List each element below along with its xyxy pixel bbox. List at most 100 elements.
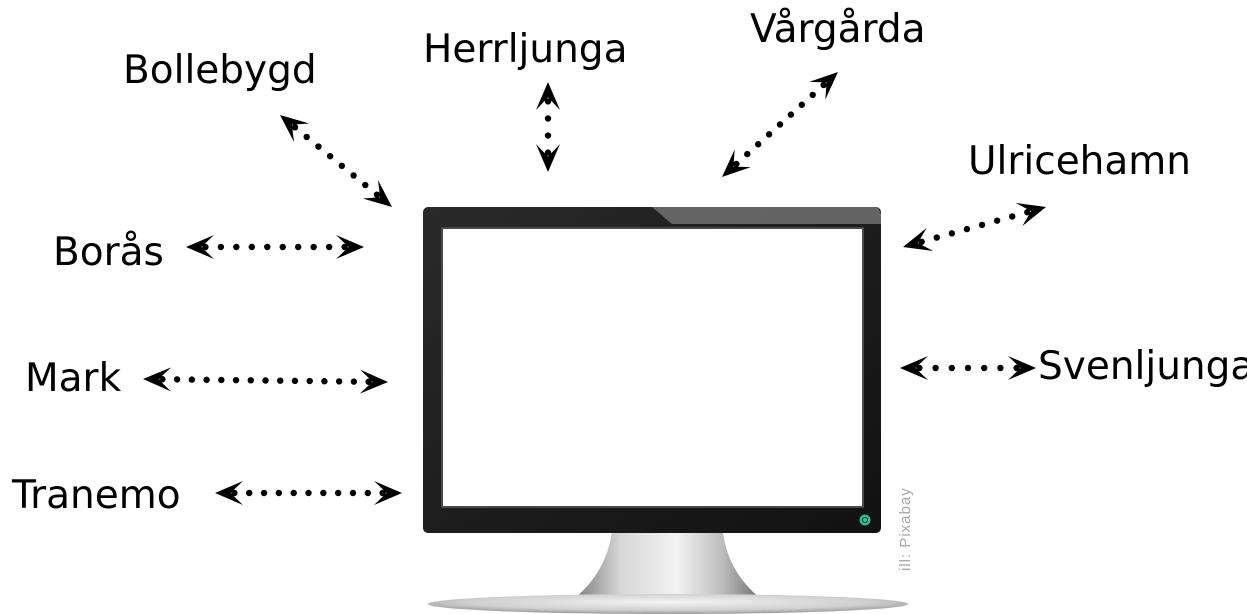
arrow-dot — [338, 162, 346, 170]
arrow-tranemo — [215, 481, 402, 505]
arrow-dot — [203, 376, 210, 383]
label-bollebygd: Bollebygd — [123, 48, 317, 93]
arrowhead — [143, 367, 172, 392]
arrow-dot — [335, 378, 343, 385]
arrow-dot — [981, 364, 988, 372]
arrow-dot — [262, 377, 269, 384]
arrow-vargarda — [722, 72, 838, 177]
arrow-dot — [315, 143, 322, 150]
arrow-dot — [264, 243, 271, 251]
arrow-dot — [978, 221, 986, 229]
arrowhead — [903, 227, 934, 252]
arrow-dot — [765, 131, 773, 138]
arrow-dot — [933, 234, 940, 241]
arrow-dot — [247, 377, 254, 384]
arrow-boras — [186, 235, 364, 259]
arrow-dot — [948, 364, 955, 372]
arrowhead — [359, 369, 388, 394]
arrowhead — [215, 481, 243, 505]
arrow-dot — [291, 377, 299, 385]
arrowhead — [336, 235, 364, 259]
arrow-dot — [544, 132, 552, 139]
arrow-dot — [334, 489, 342, 497]
arrow-dot — [963, 225, 971, 233]
arrow-dot — [231, 489, 238, 497]
arrow-dot — [217, 243, 225, 251]
image-credit: ill: Pixabay — [897, 487, 914, 571]
arrow-dot — [787, 111, 795, 118]
arrow-dot — [733, 160, 740, 168]
arrow-dot — [544, 98, 552, 105]
arrow-dot — [918, 238, 925, 245]
arrow-mark — [143, 367, 388, 394]
arrowhead — [280, 115, 310, 143]
arrowhead — [362, 179, 392, 207]
arrow-dot — [246, 489, 253, 497]
arrow-dot — [325, 243, 333, 251]
arrow-dot — [1024, 209, 1031, 216]
arrow-dot — [341, 243, 348, 251]
arrow-dot — [754, 141, 762, 148]
arrow-dot — [232, 376, 240, 384]
arrow-dot — [350, 172, 357, 179]
arrowhead — [900, 356, 928, 380]
arrow-dot — [305, 489, 312, 497]
arrowhead — [1015, 202, 1046, 227]
arrowhead — [536, 144, 560, 172]
arrow-dot — [362, 181, 369, 189]
arrowhead — [722, 149, 751, 177]
arrow-dot — [1009, 213, 1016, 220]
label-vargarda: Vårgårda — [750, 7, 926, 52]
label-boras: Borås — [53, 230, 164, 275]
arrow-dot — [279, 243, 286, 251]
arrowhead — [536, 82, 560, 110]
arrowhead — [186, 235, 214, 259]
arrow-bollebygd — [280, 115, 392, 207]
arrow-dot — [544, 115, 552, 122]
power-button-icon — [859, 514, 871, 526]
arrow-dot — [275, 489, 283, 497]
arrow-dot — [798, 101, 806, 108]
arrow-dot — [916, 364, 923, 372]
arrow-dot — [188, 376, 196, 383]
arrow-dot — [321, 378, 328, 385]
arrow-dot — [1013, 364, 1020, 372]
arrow-dot — [248, 243, 255, 251]
arrow-dot — [320, 489, 327, 497]
arrow-ulricehamn — [903, 202, 1046, 252]
arrowhead — [1008, 356, 1036, 380]
monitor-screen — [441, 227, 864, 508]
arrow-dot — [291, 124, 299, 131]
monitor-base — [428, 594, 908, 614]
arrow-dot — [260, 489, 268, 497]
arrow-dot — [173, 376, 181, 383]
arrow-dot — [295, 243, 302, 251]
monitor-stand — [575, 532, 760, 598]
arrow-dot — [544, 149, 552, 156]
label-svenljunga: Svenljunga — [1038, 344, 1247, 389]
arrow-dot — [776, 121, 784, 128]
label-tranemo: Tranemo — [11, 473, 181, 518]
arrow-dot — [326, 152, 334, 160]
arrow-dot — [350, 378, 358, 385]
arrow-dot — [948, 230, 956, 237]
arrow-dot — [964, 364, 972, 372]
arrow-dot — [202, 243, 209, 251]
arrow-dot — [820, 81, 827, 89]
arrow-dot — [997, 364, 1004, 372]
bezel-glare — [652, 207, 881, 224]
arrow-dot — [290, 489, 297, 497]
arrow-dot — [349, 489, 357, 497]
arrowhead — [374, 481, 402, 505]
arrow-dot — [277, 377, 284, 384]
label-mark: Mark — [25, 356, 122, 401]
arrow-dot — [379, 489, 386, 497]
arrow-dot — [310, 243, 317, 251]
arrow-dot — [364, 489, 371, 497]
arrow-dot — [809, 91, 816, 99]
arrow-dot — [373, 191, 381, 198]
connection-arrows — [143, 72, 1046, 505]
arrow-dot — [744, 150, 751, 158]
arrow-dot — [993, 217, 1001, 224]
